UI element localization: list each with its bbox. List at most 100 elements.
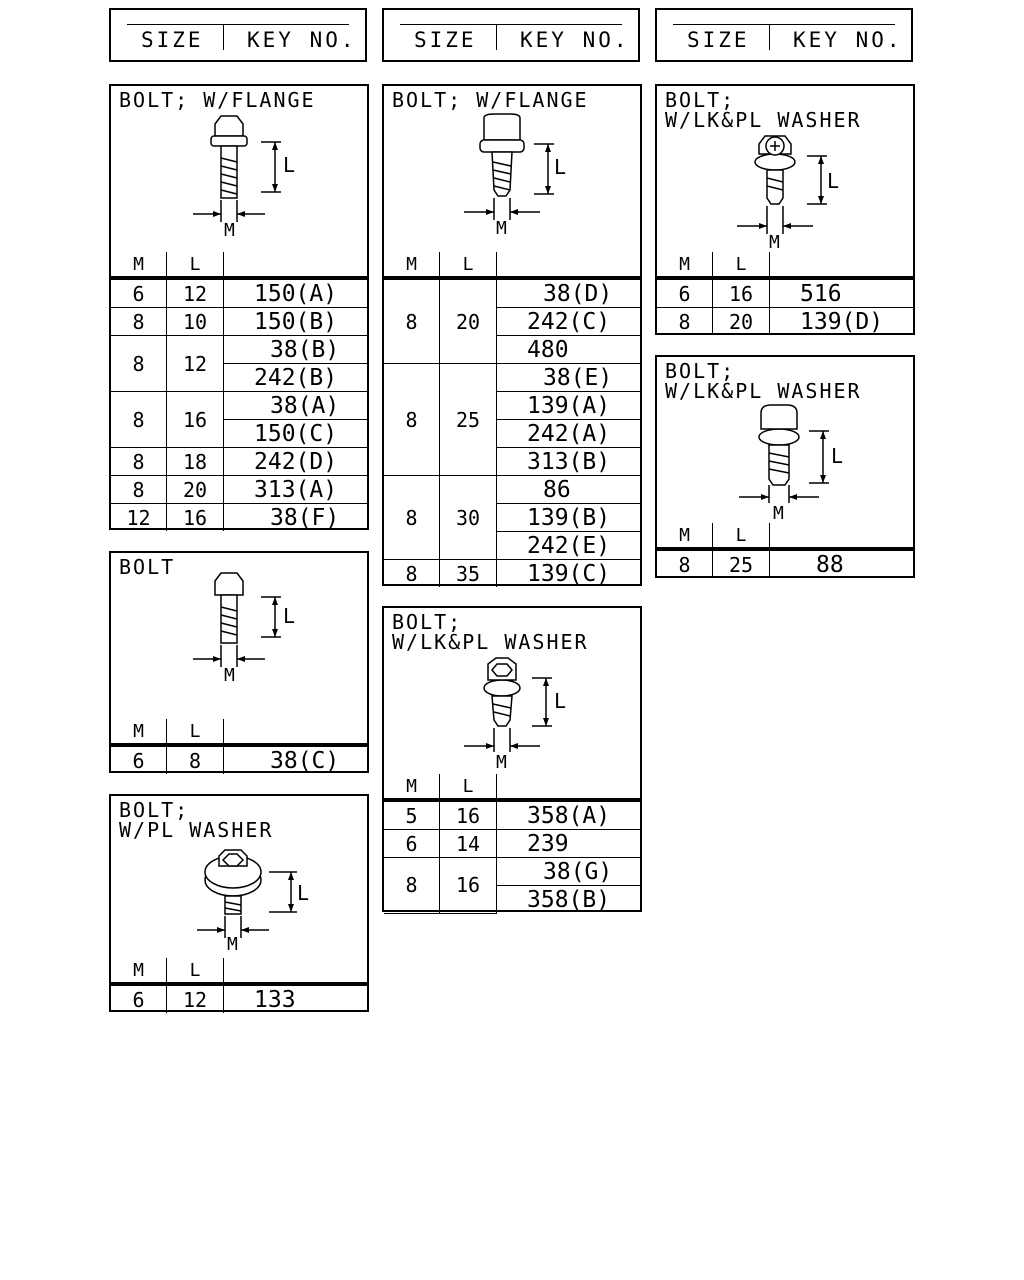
panel-title: BOLT [119, 555, 176, 579]
key-no-cell: 139(B) [496, 503, 640, 532]
m-col-header: M [657, 252, 713, 280]
table-row: 242(C) [384, 307, 640, 336]
size-header: SIZE [141, 28, 204, 52]
key-no-cell: 150(B) [223, 307, 367, 336]
key-no-header: KEY NO. [520, 28, 630, 52]
key-no-cell: 38(E) [496, 363, 640, 392]
panel-title: BOLT; W/LK&PL WASHER [665, 88, 862, 132]
key-no-cell: 139(D) [769, 307, 913, 335]
svg-text:L: L [283, 153, 295, 177]
svg-text:M: M [227, 934, 238, 955]
l-col-header: L [166, 252, 224, 280]
panel-title: BOLT; W/PL WASHER [119, 798, 274, 842]
key-no-cell: 150(C) [223, 419, 367, 448]
key-no-cell: 313(A) [223, 475, 367, 504]
size-header: SIZE [687, 28, 750, 52]
key-no-cell: 38(A) [223, 391, 367, 420]
table-row: 358(B) [384, 885, 640, 913]
table-row: 242(A) [384, 419, 640, 448]
key-no-cell: 480 [496, 335, 640, 364]
svg-text:L: L [297, 881, 309, 905]
svg-text:M: M [773, 503, 784, 523]
table-row: 242(B) [111, 363, 367, 392]
svg-text:L: L [831, 444, 843, 468]
key-no-cell: 242(B) [223, 363, 367, 392]
svg-text:L: L [827, 169, 839, 193]
l-col-header: L [166, 719, 224, 747]
key-no-cell: 150(A) [223, 277, 367, 308]
key-no-cell: 242(C) [496, 307, 640, 336]
header-box-3: SIZE KEY NO. [655, 8, 913, 62]
l-col-header: L [712, 252, 770, 280]
m-col-header: M [384, 252, 440, 280]
l-col-header: L [439, 774, 497, 802]
table-row: 150(C) [111, 419, 367, 448]
key-no-header: KEY NO. [793, 28, 903, 52]
table-row: 139(B) [384, 503, 640, 532]
key-no-cell: 242(E) [496, 531, 640, 560]
m-col-header: M [111, 719, 167, 747]
panel-title: BOLT; W/FLANGE [392, 88, 589, 112]
svg-text:M: M [769, 232, 780, 252]
svg-text:L: L [554, 689, 566, 713]
m-col-header: M [111, 252, 167, 280]
panel-title: BOLT; W/FLANGE [119, 88, 316, 112]
m-col-header: M [111, 958, 167, 986]
table-row: 242(E) [384, 531, 640, 560]
svg-text:M: M [224, 220, 235, 241]
l-col-header: L [439, 252, 497, 280]
m-col-header: M [384, 774, 440, 802]
header-box-2: SIZE KEY NO. [382, 8, 640, 62]
key-no-cell: 38(B) [223, 335, 367, 364]
lk-pl-washer-bolt-icon: L M [464, 657, 566, 773]
svg-text:M: M [224, 665, 235, 686]
m-col-header: M [657, 523, 713, 551]
lk-pl-washer-bolt-icon: L M [737, 135, 839, 252]
flange-bolt-icon: L M [464, 113, 566, 239]
key-no-cell: 358(A) [496, 799, 640, 830]
key-no-cell: 86 [496, 475, 640, 504]
flange-bolt-icon: L M [193, 115, 295, 241]
key-no-cell: 242(A) [496, 419, 640, 448]
key-no-cell: 38(F) [223, 503, 367, 531]
size-header: SIZE [414, 28, 477, 52]
key-no-header: KEY NO. [247, 28, 357, 52]
key-no-cell: 242(D) [223, 447, 367, 476]
key-no-cell: 38(G) [496, 857, 640, 886]
key-no-cell: 139(A) [496, 391, 640, 420]
svg-text:L: L [283, 604, 295, 628]
svg-text:L: L [554, 155, 566, 179]
key-no-cell: 133 [223, 983, 367, 1013]
key-no-cell: 88 [769, 548, 913, 578]
key-no-cell: 358(B) [496, 885, 640, 913]
bolt-icon: L M [193, 572, 295, 686]
